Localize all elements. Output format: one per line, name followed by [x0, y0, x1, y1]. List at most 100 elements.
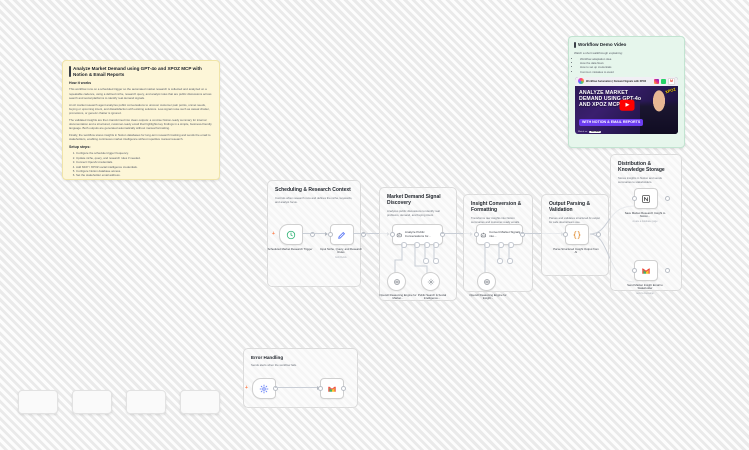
node-label: OpenAI Reasoning Engine for Insight... [469, 292, 507, 301]
thumbnail-app-icons [654, 77, 675, 85]
presenter-image [640, 87, 678, 134]
node-public-search-social-intelligence[interactable]: Public Search & Social Intelligence... [418, 272, 452, 301]
input-port[interactable] [632, 196, 637, 201]
partial-note[interactable] [72, 390, 112, 414]
setup-step: Configure the schedule trigger frequency… [76, 151, 213, 155]
watch-label: Watch on [578, 130, 588, 133]
agent-subport[interactable] [424, 242, 430, 248]
group-description: Sends alerts when the workflow fails. [251, 363, 297, 367]
thumbnail-subtitle: WITH NOTION & EMAIL REPORTS [579, 118, 644, 126]
node-scheduled-market-research-trigger[interactable]: + Scheduled Market Research Trigger [268, 224, 315, 251]
agent-subport[interactable] [433, 242, 439, 248]
node-error-notification-gmail[interactable] [318, 378, 346, 399]
node-label: Save Market Research Insight to Notion..… [624, 210, 666, 219]
node-sublabel: send a message [636, 291, 654, 295]
node-box[interactable] [318, 378, 346, 399]
node-inline-label: Convert Market Signals into... [489, 229, 521, 238]
partial-note[interactable] [126, 390, 166, 414]
how-it-works-heading: How it works [69, 81, 92, 86]
output-port[interactable] [341, 386, 346, 391]
input-port[interactable] [390, 232, 395, 237]
node-analyze-public-conversations-agent[interactable]: Analyze Public Conversations for... [390, 224, 445, 248]
node-save-insight-to-notion[interactable]: Save Market Research Insight to Notion..… [625, 188, 670, 223]
node-box[interactable]: + [245, 378, 278, 399]
openai-icon [483, 278, 490, 285]
output-port[interactable] [361, 232, 366, 237]
node-sublabel: create a database page [632, 219, 658, 223]
node-parse-structured-insight-output[interactable]: Parse Structured Insight Output from AI [553, 224, 601, 255]
input-port[interactable] [318, 386, 323, 391]
output-port[interactable] [310, 232, 315, 237]
output-port[interactable] [665, 268, 670, 273]
gmail-icon [328, 386, 336, 392]
group-title: Scheduling & Research Context [275, 187, 351, 193]
node-input-niche-query-rules[interactable]: Input Niche, Query, and Research Rules E… [320, 224, 366, 259]
group-title: Output Parsing & Validation [549, 201, 591, 213]
note-title-text: Analyze Market Demand using GPT-4o and X… [73, 66, 202, 77]
clock-icon [286, 230, 296, 239]
partial-note[interactable] [180, 390, 220, 414]
node-error-trigger[interactable]: + [245, 378, 278, 399]
node-circle[interactable] [477, 272, 496, 291]
agent-subnode-connectors [394, 243, 435, 276]
input-port[interactable] [563, 232, 568, 237]
note-paragraph: An AI market research agent analyzes pub… [69, 102, 210, 116]
node-label: Parse Structured Insight Output from AI [553, 246, 599, 255]
agent-subport[interactable] [484, 242, 490, 248]
agent-subport[interactable] [498, 242, 504, 248]
node-box[interactable] [328, 224, 366, 245]
insight-subnode-connectors [484, 243, 510, 276]
node-circle[interactable] [387, 272, 406, 291]
node-box[interactable]: Convert Market Signals into... [474, 224, 525, 245]
setup-steps-heading: Setup steps: [69, 145, 91, 150]
node-box[interactable] [563, 224, 601, 245]
watch-on-youtube[interactable]: Watch on YouTube [578, 130, 602, 133]
node-box[interactable]: + [272, 224, 315, 245]
input-port[interactable] [474, 232, 479, 237]
output-port[interactable] [440, 232, 445, 237]
node-box[interactable] [632, 188, 670, 209]
workflow-description-note[interactable]: Analyze Market Demand using GPT-4o and X… [62, 60, 220, 180]
subport-marker [433, 258, 439, 264]
agent-subport[interactable] [401, 242, 407, 248]
output-port[interactable] [596, 232, 601, 237]
play-icon[interactable] [619, 99, 634, 111]
node-openai-reasoning-engine-insight[interactable]: OpenAI Reasoning Engine for Insight... [469, 272, 508, 301]
video-thumbnail[interactable]: Workflow Automation | Demand Signals wit… [575, 76, 678, 134]
input-port[interactable] [328, 232, 333, 237]
channel-logo-icon [578, 78, 584, 85]
channel-line: Workflow Automation | Demand Signals wit… [586, 79, 647, 83]
node-openai-reasoning-engine-market[interactable]: OpenAI Reasoning Engine for Market... [379, 272, 418, 301]
add-node-plus-icon[interactable]: + [245, 384, 248, 391]
note-paragraph: This workflow runs on a scheduled trigge… [69, 87, 212, 100]
thumbnail-title: ANALYZE MARKET DEMAND USING GPT-4o AND X… [579, 89, 642, 109]
subport-marker [507, 258, 513, 264]
setup-step: Configure Notion database access. [76, 169, 213, 173]
agent-subport[interactable] [414, 242, 420, 248]
group-title: Distribution & Knowledge Storage [618, 161, 665, 173]
node-circle[interactable] [421, 272, 440, 291]
video-note-intro: Watch a short walkthrough explaining: [574, 50, 623, 55]
output-port[interactable] [520, 232, 525, 237]
output-port[interactable] [273, 386, 278, 391]
setup-step: Add MCP / XPOZ social intelligence crede… [76, 165, 213, 169]
node-convert-market-signals[interactable]: Convert Market Signals into... [474, 224, 525, 248]
video-bullet: How the data flows [580, 61, 679, 65]
setup-steps-list: Configure the schedule trigger frequency… [69, 151, 213, 177]
input-port[interactable] [632, 268, 637, 273]
node-box[interactable] [632, 260, 670, 281]
node-label: Public Search & Social Intelligence... [417, 292, 447, 301]
partial-note[interactable] [18, 390, 58, 414]
setup-step: Set the stakeholder email address. [76, 173, 213, 177]
node-send-insight-email-gmail[interactable]: Send Market Insight Email to Stakeholder… [627, 260, 670, 295]
workflow-demo-video-note[interactable]: Workflow Demo Video Watch a short walkth… [568, 36, 685, 148]
agent-subport[interactable] [508, 242, 514, 248]
note-accent-bar [69, 66, 71, 78]
video-bullet: Common mistakes to avoid [580, 70, 679, 74]
group-title: Error Handling [251, 355, 284, 360]
group-description: Parses and validates structured AI outpu… [549, 215, 600, 224]
add-node-plus-icon[interactable]: + [272, 230, 275, 237]
thumbnail-top-bar: Workflow Automation | Demand Signals wit… [575, 76, 678, 86]
output-port[interactable] [665, 196, 670, 201]
